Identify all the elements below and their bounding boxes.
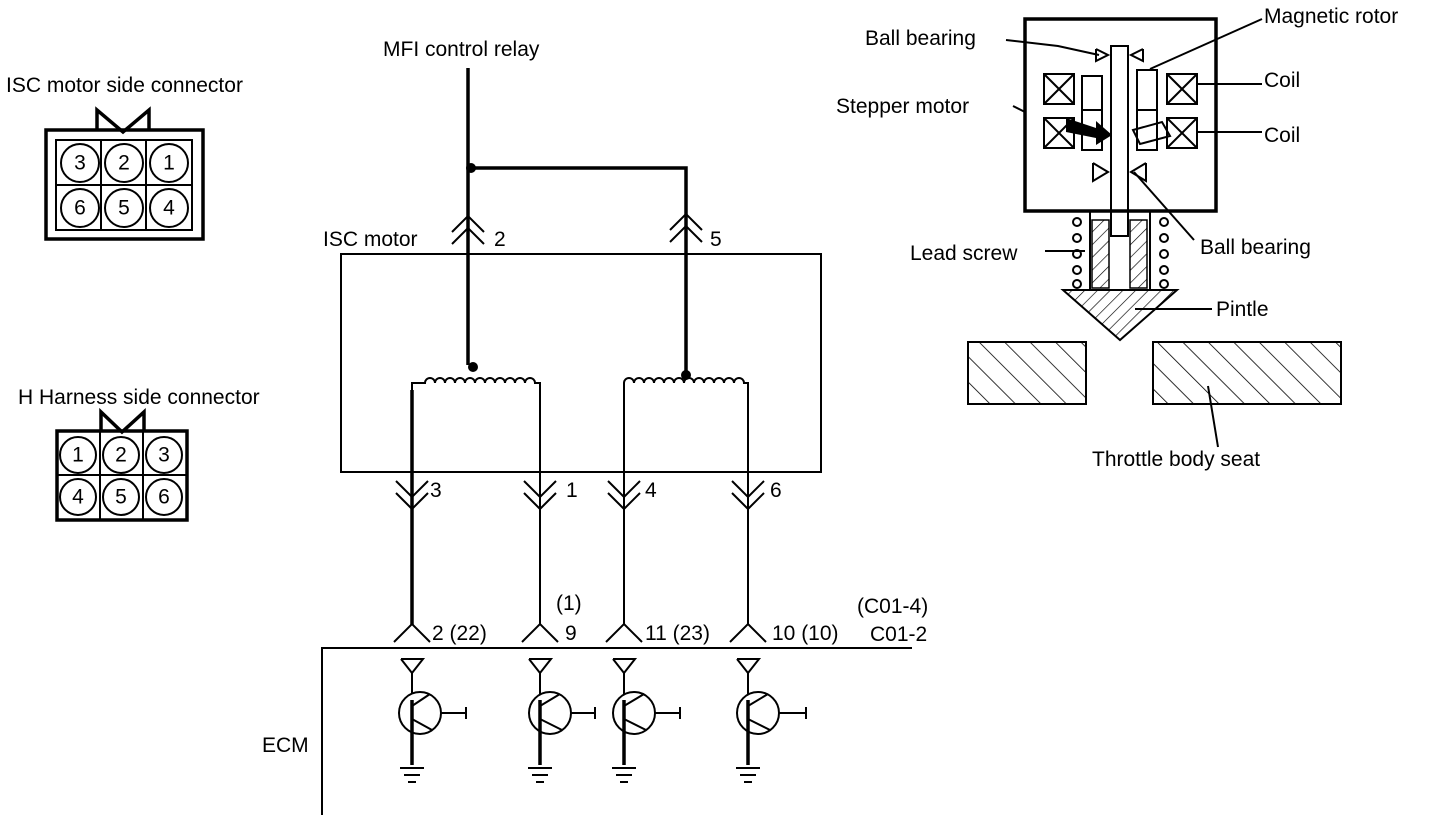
ecm-transistor-2 — [528, 658, 596, 783]
isc-pin: 4 — [163, 197, 175, 220]
magnetic-rotor-label: Magnetic rotor — [1264, 5, 1398, 28]
harness-pin: 6 — [158, 486, 170, 509]
lead-screw-right — [1129, 219, 1148, 289]
isc-pin: 5 — [118, 197, 130, 220]
harness-pin: 5 — [115, 486, 127, 509]
coil-bottom-label: Coil — [1264, 124, 1300, 147]
ecm-boundary — [321, 647, 912, 815]
harness-side-connector: H Harness side connector 1 2 3 4 5 6 — [18, 386, 260, 522]
isc-connector-latch — [95, 106, 151, 135]
isc-connector-pins: 3 2 1 6 5 4 — [60, 143, 189, 228]
isc-motor-label: ISC motor — [323, 228, 418, 251]
harness-connector-title: H Harness side connector — [18, 386, 260, 409]
isc-motor-box — [340, 253, 822, 473]
throttle-body-seat-left — [967, 341, 1087, 405]
pintle — [1060, 289, 1180, 342]
isc-connector-housing — [44, 128, 205, 241]
coil-left — [411, 362, 541, 390]
harness-pin: 3 — [158, 444, 170, 467]
stepper-motor-mechanism: Ball bearing Magnetic rotor Coil Stepper… — [836, 5, 1398, 471]
throttle-body-seat-label: Throttle body seat — [1092, 448, 1260, 471]
flux-arrow-outline-icon — [1131, 120, 1172, 146]
motor-pin-label: 5 — [710, 228, 722, 251]
throttle-body-seat-right — [1152, 341, 1342, 405]
harness-connector-latch — [99, 407, 146, 435]
ball-bearing-top-label: Ball bearing — [865, 27, 976, 50]
motor-output-wires — [410, 390, 749, 625]
leader-lines — [1005, 18, 1263, 448]
ecm-terminal-label: 10 (10) — [772, 622, 839, 645]
magnetic-rotor — [1081, 69, 1158, 151]
stepper-shaft — [1110, 45, 1129, 237]
ball-bearing-top-right — [1128, 48, 1144, 63]
motor-bottom-pin-label: 3 — [430, 479, 442, 502]
motor-pin-label: 2 — [494, 228, 506, 251]
isc-motor-side-connector: ISC motor side connector 3 2 1 6 5 4 — [6, 74, 243, 241]
pintle-label: Pintle — [1216, 298, 1269, 321]
ecm-connector-chevrons — [393, 622, 767, 643]
stepper-motor-label: Stepper motor — [836, 95, 969, 118]
circuit-schematic: MFI control relay ISC motor 2 5 — [262, 38, 928, 815]
connector-code-paren: (C01-4) — [857, 595, 928, 618]
motor-bottom-pin-label: 4 — [645, 479, 657, 502]
isc-connector-title: ISC motor side connector — [6, 74, 243, 97]
ecm-terminal-label: 11 (23) — [645, 622, 710, 645]
isc-pin: 3 — [74, 152, 86, 175]
flux-arrow-icon — [1066, 118, 1112, 145]
ecm-transistor-1 — [398, 658, 467, 783]
isc-pin: 6 — [74, 197, 86, 220]
motor-bottom-connector-chevrons — [395, 480, 765, 511]
ecm-transistor-3 — [612, 658, 681, 783]
junction-dot — [466, 163, 476, 173]
relay-branch-wire — [468, 166, 688, 372]
ecm-label: ECM — [262, 734, 309, 757]
motor-top-connector-chevrons — [451, 212, 703, 245]
motor-bottom-pin-label: 6 — [770, 479, 782, 502]
motor-bottom-pin-label: 1 — [566, 479, 578, 502]
harness-connector-pins: 1 2 3 4 5 6 — [59, 436, 183, 516]
lead-screw-label: Lead screw — [910, 242, 1018, 265]
return-spring — [1072, 217, 1169, 289]
ecm-transistor-4 — [736, 658, 807, 783]
coil-right — [623, 370, 749, 390]
harness-pin: 4 — [72, 486, 84, 509]
ball-bearing-bottom-left — [1092, 162, 1110, 183]
ecm-terminal-label: 9 — [565, 622, 577, 645]
coil-top-label: Coil — [1264, 69, 1300, 92]
stepper-housing — [1023, 17, 1218, 213]
ball-bearing-bottom-label: Ball bearing — [1200, 236, 1311, 259]
connector-code: C01-2 — [870, 623, 927, 646]
ecm-note-paren: (1) — [556, 592, 582, 615]
lead-screw-left — [1091, 219, 1110, 289]
coil-windings — [1043, 73, 1198, 149]
harness-pin: 1 — [72, 444, 84, 467]
isc-pin: 2 — [118, 152, 130, 175]
isc-pin: 1 — [163, 152, 175, 175]
harness-pin: 2 — [115, 444, 127, 467]
mfi-relay-label: MFI control relay — [383, 38, 540, 61]
ecm-terminal-label: 2 (22) — [432, 622, 487, 645]
